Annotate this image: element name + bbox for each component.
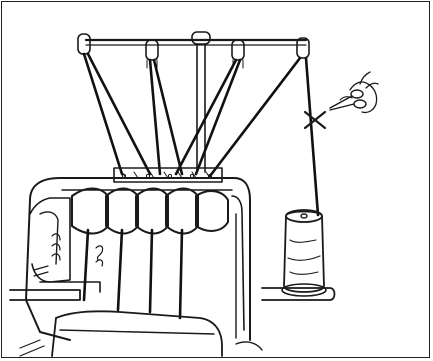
tension-dials xyxy=(62,189,232,234)
front-threads xyxy=(84,230,182,318)
scissors-icon xyxy=(330,72,378,113)
front-cover xyxy=(20,311,262,356)
external-spool xyxy=(262,210,335,300)
threads xyxy=(84,54,318,215)
serger-body xyxy=(10,178,250,340)
cut-mark: X xyxy=(305,112,325,128)
